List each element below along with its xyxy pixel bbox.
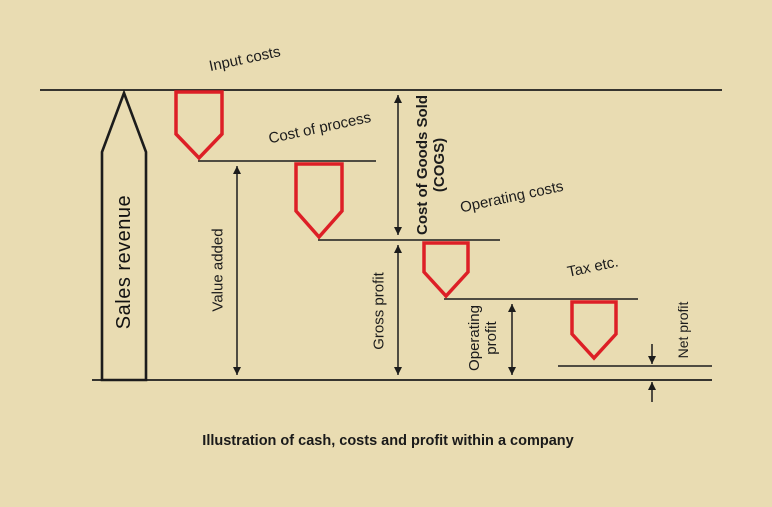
- tax-arrow-icon: [570, 300, 618, 361]
- cost-of-process-arrow-icon: [294, 162, 344, 240]
- gross-profit-label: Gross profit: [370, 272, 388, 350]
- operating-costs-arrow-icon: [422, 241, 470, 299]
- input-costs-arrow-icon: [174, 90, 224, 161]
- cogs-label: Cost of Goods Sold (COGS): [414, 95, 448, 235]
- diagram-caption: Illustration of cash, costs and profit w…: [202, 433, 574, 449]
- value-added-label: Value added: [209, 228, 227, 312]
- sales-revenue-label: Sales revenue: [112, 194, 135, 330]
- operating-profit-label: Operating profit: [466, 305, 500, 371]
- sales-revenue-arrow: [100, 89, 148, 382]
- net-profit-label: Net profit: [675, 301, 692, 359]
